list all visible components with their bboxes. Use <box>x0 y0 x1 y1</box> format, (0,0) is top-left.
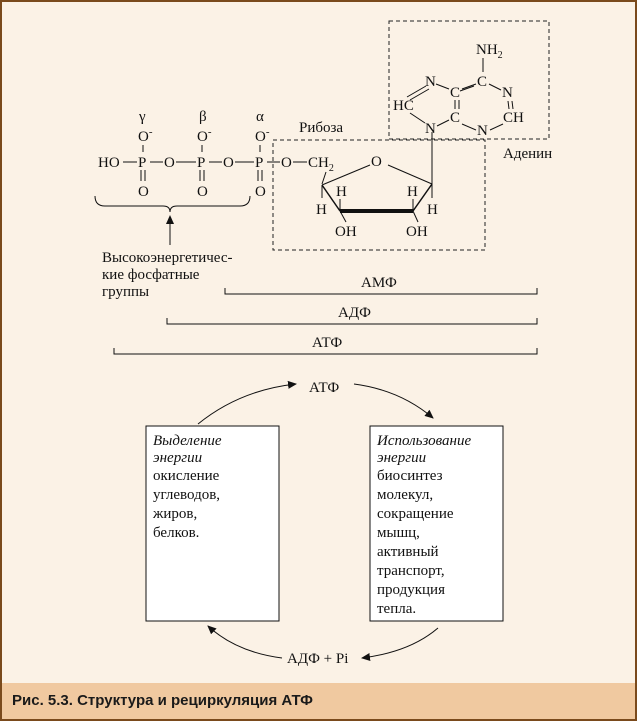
atom-c5: C <box>450 85 460 101</box>
bond <box>511 100 514 110</box>
bond-ch2-c4 <box>321 171 327 185</box>
atom-c4: C <box>450 110 460 126</box>
adp-label: АДФ <box>338 305 371 321</box>
atom-o-bridge: O <box>164 155 175 171</box>
energy-use-line: транспорт, <box>377 563 445 579</box>
atom-o-double: O <box>138 184 149 200</box>
atp-bracket <box>113 348 538 355</box>
bond <box>507 100 510 110</box>
bond <box>489 123 504 131</box>
bond <box>436 119 450 127</box>
high-energy-label-line2: кие фосфатные <box>102 267 200 283</box>
atom-o-double: O <box>255 184 266 200</box>
energy-use-line: молекул, <box>377 487 433 503</box>
high-energy-label-line3: группы <box>102 284 149 300</box>
alpha-label: α <box>256 109 264 125</box>
atp-diagram: Рибоза Аденин γ β α HO P O P O P O CH2 O… <box>94 20 552 667</box>
energy-release-line: углеводов, <box>153 487 220 503</box>
bond <box>412 210 419 223</box>
energy-use-title-2: энергии <box>377 450 426 466</box>
atom-o-bridge: O <box>223 155 234 171</box>
atom-ch2: CH2 <box>308 155 334 174</box>
cycle-arrow-bottom-left <box>207 625 283 659</box>
bond <box>409 88 430 101</box>
ribose-bond-right <box>387 164 433 185</box>
energy-use-line: сокращение <box>377 506 454 522</box>
adp-bracket <box>166 318 538 325</box>
amp-label: АМФ <box>361 275 397 291</box>
beta-label: β <box>199 109 207 125</box>
ribose-bond-left <box>321 164 371 186</box>
atom-n9: N <box>425 121 436 137</box>
bond <box>461 123 477 131</box>
atom-o-minus: O- <box>197 126 212 145</box>
bond <box>435 83 450 90</box>
atom-ch2: CH <box>503 110 524 126</box>
ribose-bond-c1-c2 <box>412 183 433 212</box>
figure-caption: Рис. 5.3. Структура и рециркуляция АТФ <box>2 683 635 719</box>
bond <box>459 85 475 92</box>
cycle-arrow-top-left <box>197 380 297 425</box>
atom-p-alpha: P <box>255 155 263 171</box>
energy-release-box <box>145 425 280 622</box>
cycle-adp-pi: АДФ + Pi <box>287 651 348 667</box>
atom-h: H <box>336 184 347 200</box>
atom-p-beta: P <box>197 155 205 171</box>
bond <box>339 210 347 223</box>
bond <box>461 83 477 90</box>
energy-use-line: активный <box>377 544 439 560</box>
energy-use-line: тепла. <box>377 601 416 617</box>
atom-h: H <box>407 184 418 200</box>
amp-bracket <box>224 288 538 295</box>
energy-release-line: белков. <box>153 525 199 541</box>
cycle-atp: АТФ <box>309 380 339 396</box>
cycle-arrow-bottom-right <box>361 627 439 661</box>
energy-release-line: окисление <box>153 468 220 484</box>
energy-use-line: мышц, <box>377 525 420 541</box>
atom-o-minus: O- <box>255 126 270 145</box>
phosphate-brace <box>94 195 251 213</box>
adenine-label: Аденин <box>503 146 552 162</box>
atom-o-double: O <box>197 184 208 200</box>
bond <box>409 112 426 124</box>
ribose-ring-oxygen: O <box>371 154 382 170</box>
energy-use-line: биосинтез <box>377 468 443 484</box>
cycle-arrow-top-right <box>353 383 434 419</box>
atom-h: H <box>427 202 438 218</box>
atom-o-bridge: O <box>281 155 292 171</box>
atom-n1: N <box>502 85 513 101</box>
bond <box>488 83 502 91</box>
atom-n7: N <box>425 74 436 90</box>
atom-p-gamma: P <box>138 155 146 171</box>
atom-oh: OH <box>335 224 357 240</box>
bond <box>406 85 427 98</box>
energy-release-line: жиров, <box>152 506 197 522</box>
adenine-dashed-box <box>388 20 550 140</box>
ribose-label: Рибоза <box>299 120 343 136</box>
atom-o-minus: O- <box>138 126 153 145</box>
atp-label: АТФ <box>312 335 342 351</box>
atom-n3: N <box>477 123 488 139</box>
atom-hc8: HC <box>393 98 414 114</box>
atom-c6: C <box>477 74 487 90</box>
atom-ho: HO <box>98 155 120 171</box>
energy-use-title-1: Использование <box>376 433 471 449</box>
energy-use-line: продукция <box>377 582 445 598</box>
high-energy-label-line1: Высокоэнергетичес- <box>102 250 233 266</box>
atom-h: H <box>316 202 327 218</box>
atom-oh: OH <box>406 224 428 240</box>
energy-use-box <box>369 425 504 622</box>
ribose-dashed-box <box>272 139 486 251</box>
energy-release-title-1: Выделение <box>153 433 222 449</box>
atom-nh2: NH2 <box>476 42 503 61</box>
gamma-label: γ <box>138 109 146 125</box>
ribose-bond-c4-c3 <box>321 184 341 212</box>
energy-release-title-2: энергии <box>153 450 202 466</box>
